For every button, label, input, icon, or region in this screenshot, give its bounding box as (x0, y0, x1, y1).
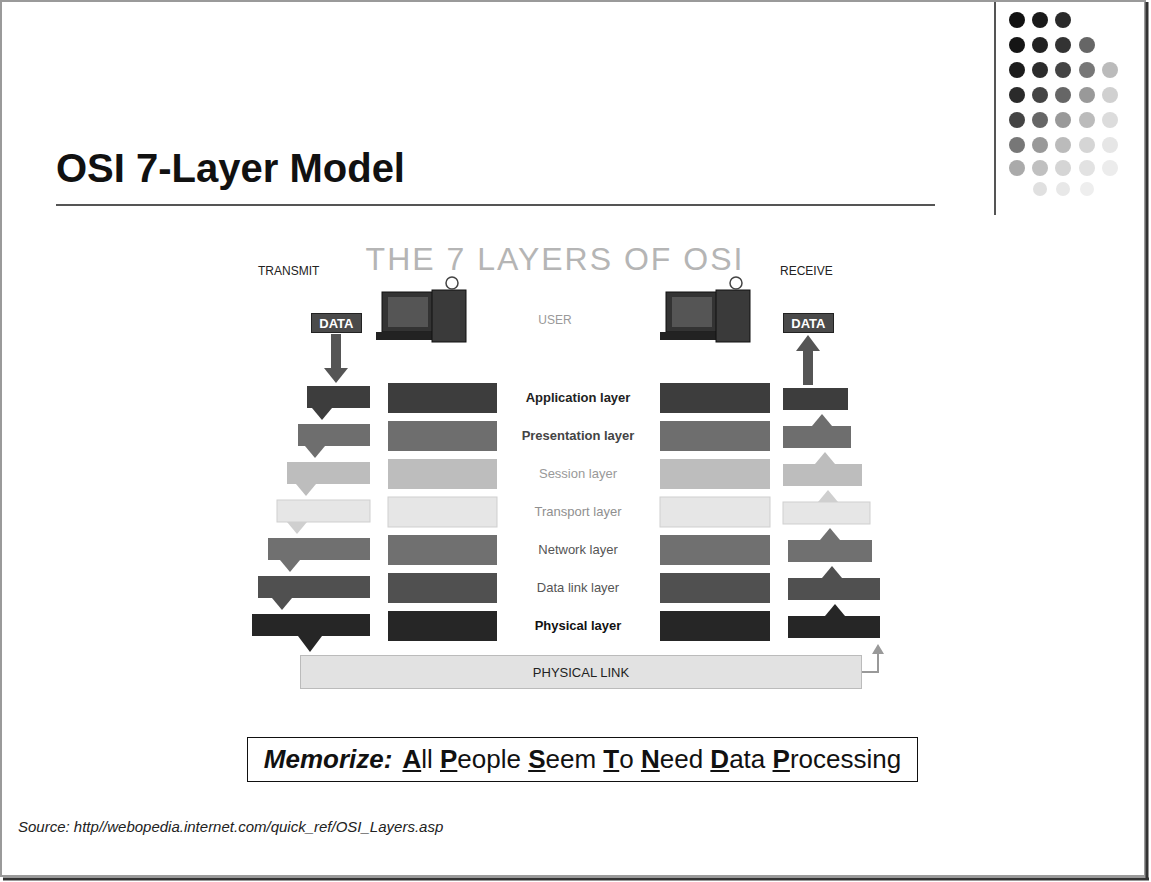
figure-title: THE 7 LAYERS OF OSI (325, 240, 785, 278)
data-box: DATA (311, 313, 362, 333)
mnemonic-box: Memorize: All People Seem To Need Data Pr… (247, 737, 918, 782)
physical-link-arrow (862, 644, 884, 672)
layer-name: Physical layer (498, 618, 658, 634)
layer-name: Transport layer (498, 504, 658, 520)
slide-shadow (3, 878, 1149, 881)
mnemonic-text: All People Seem To Need Data Processing (402, 744, 901, 775)
mnemonic-lead: Memorize: (264, 744, 393, 775)
corner-rule (994, 2, 996, 215)
layer-name: Network layer (498, 542, 658, 558)
side-label: TRANSMIT (258, 264, 348, 278)
box-text: DATA (791, 316, 825, 331)
layer-name: Session layer (498, 466, 658, 482)
user-label: USER (515, 313, 595, 327)
box-text: DATA (319, 316, 353, 331)
physical-link-bar: PHYSICAL LINK (300, 655, 862, 689)
slide-shadow (1146, 2, 1149, 879)
layer-name: Data link layer (498, 580, 658, 596)
dot-grid (1009, 12, 1118, 196)
box-text: PHYSICAL LINK (533, 665, 629, 680)
slide-title: OSI 7-Layer Model (56, 146, 405, 191)
computer-icon (660, 277, 750, 342)
layer-name: Presentation layer (498, 428, 658, 444)
layer-stack (388, 383, 497, 641)
receive-arrows (783, 388, 880, 638)
flow-arrow (324, 334, 820, 385)
data-box: DATA (783, 313, 834, 333)
computer-icon (376, 277, 466, 342)
source-caption: Source: http//webopedia.internet.com/qui… (18, 818, 443, 835)
side-label: RECEIVE (780, 264, 870, 278)
layer-name: Application layer (498, 390, 658, 406)
title-rule (56, 204, 935, 206)
layer-stack (660, 383, 770, 641)
transmit-arrows (252, 386, 370, 652)
